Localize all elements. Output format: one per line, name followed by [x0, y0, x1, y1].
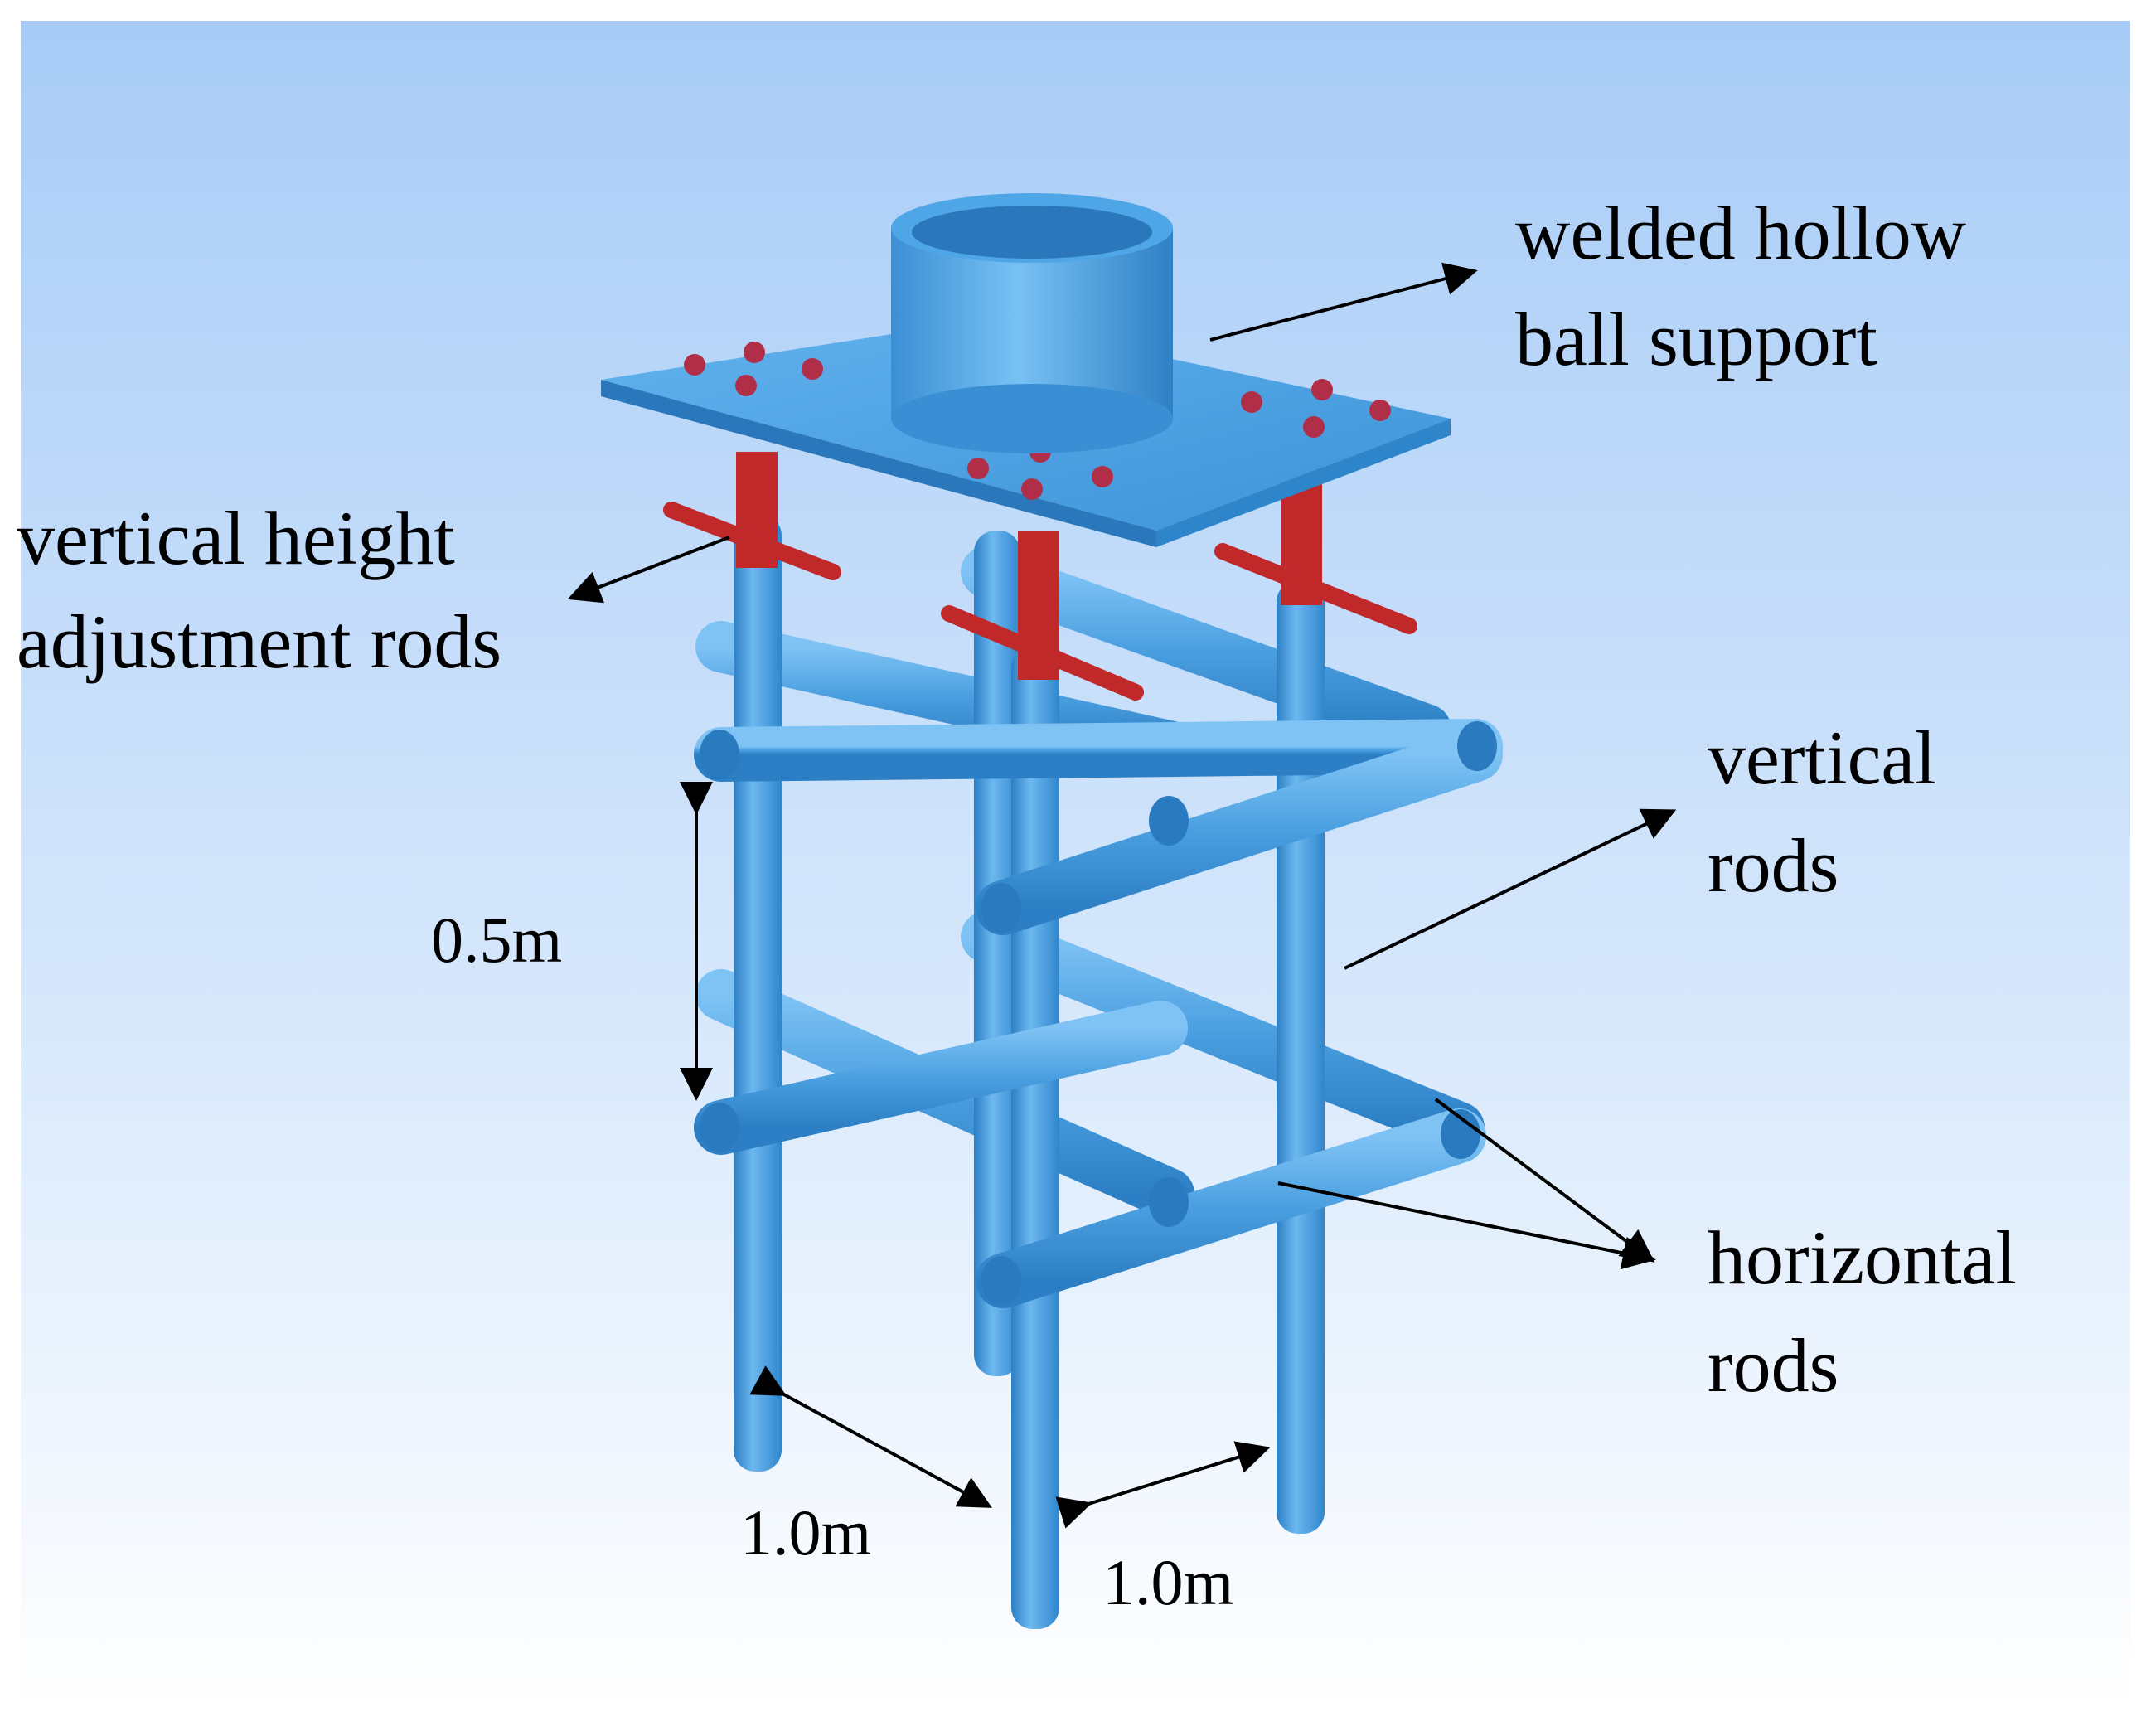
- label-horizontal-line2: rods: [1708, 1323, 1839, 1408]
- adjustment-jacks: [663, 452, 1417, 701]
- label-adjust-line2: adjustment rods: [17, 599, 501, 684]
- dim-depth-1.0m: [749, 1365, 993, 1508]
- vertical-rod-front: [1011, 647, 1059, 1629]
- annotation-arrows: [567, 262, 1677, 1270]
- dim-label-vertical: 0.5m: [431, 904, 562, 976]
- dim-label-depth: 1.0m: [740, 1496, 871, 1569]
- arrow-horizontal-rods-b: [1277, 1181, 1656, 1270]
- label-vertical-line2: rods: [1708, 823, 1839, 908]
- label-horizontal-line1: horizontal: [1708, 1215, 2017, 1300]
- vertical-rod-left: [734, 514, 782, 1472]
- dim-label-width: 1.0m: [1102, 1546, 1233, 1618]
- label-vertical-line1: vertical: [1708, 715, 1936, 800]
- label-adjust-line1: vertical height: [17, 496, 455, 580]
- dim-width-1.0m: [1055, 1441, 1271, 1529]
- arrow-vertical-rods: [1344, 808, 1677, 970]
- horizontal-rods-front: [694, 719, 1503, 1308]
- hollow-ball-support-cylinder: [891, 193, 1173, 453]
- label-welded-line2: ball support: [1515, 297, 1877, 381]
- arrow-adjustment-rods: [567, 536, 730, 604]
- arrow-welded-support: [1209, 262, 1478, 342]
- arrow-horizontal-rods-a: [1434, 1098, 1655, 1263]
- dimension-arrows: [680, 782, 1271, 1529]
- label-welded-line1: welded hollow: [1515, 191, 1967, 275]
